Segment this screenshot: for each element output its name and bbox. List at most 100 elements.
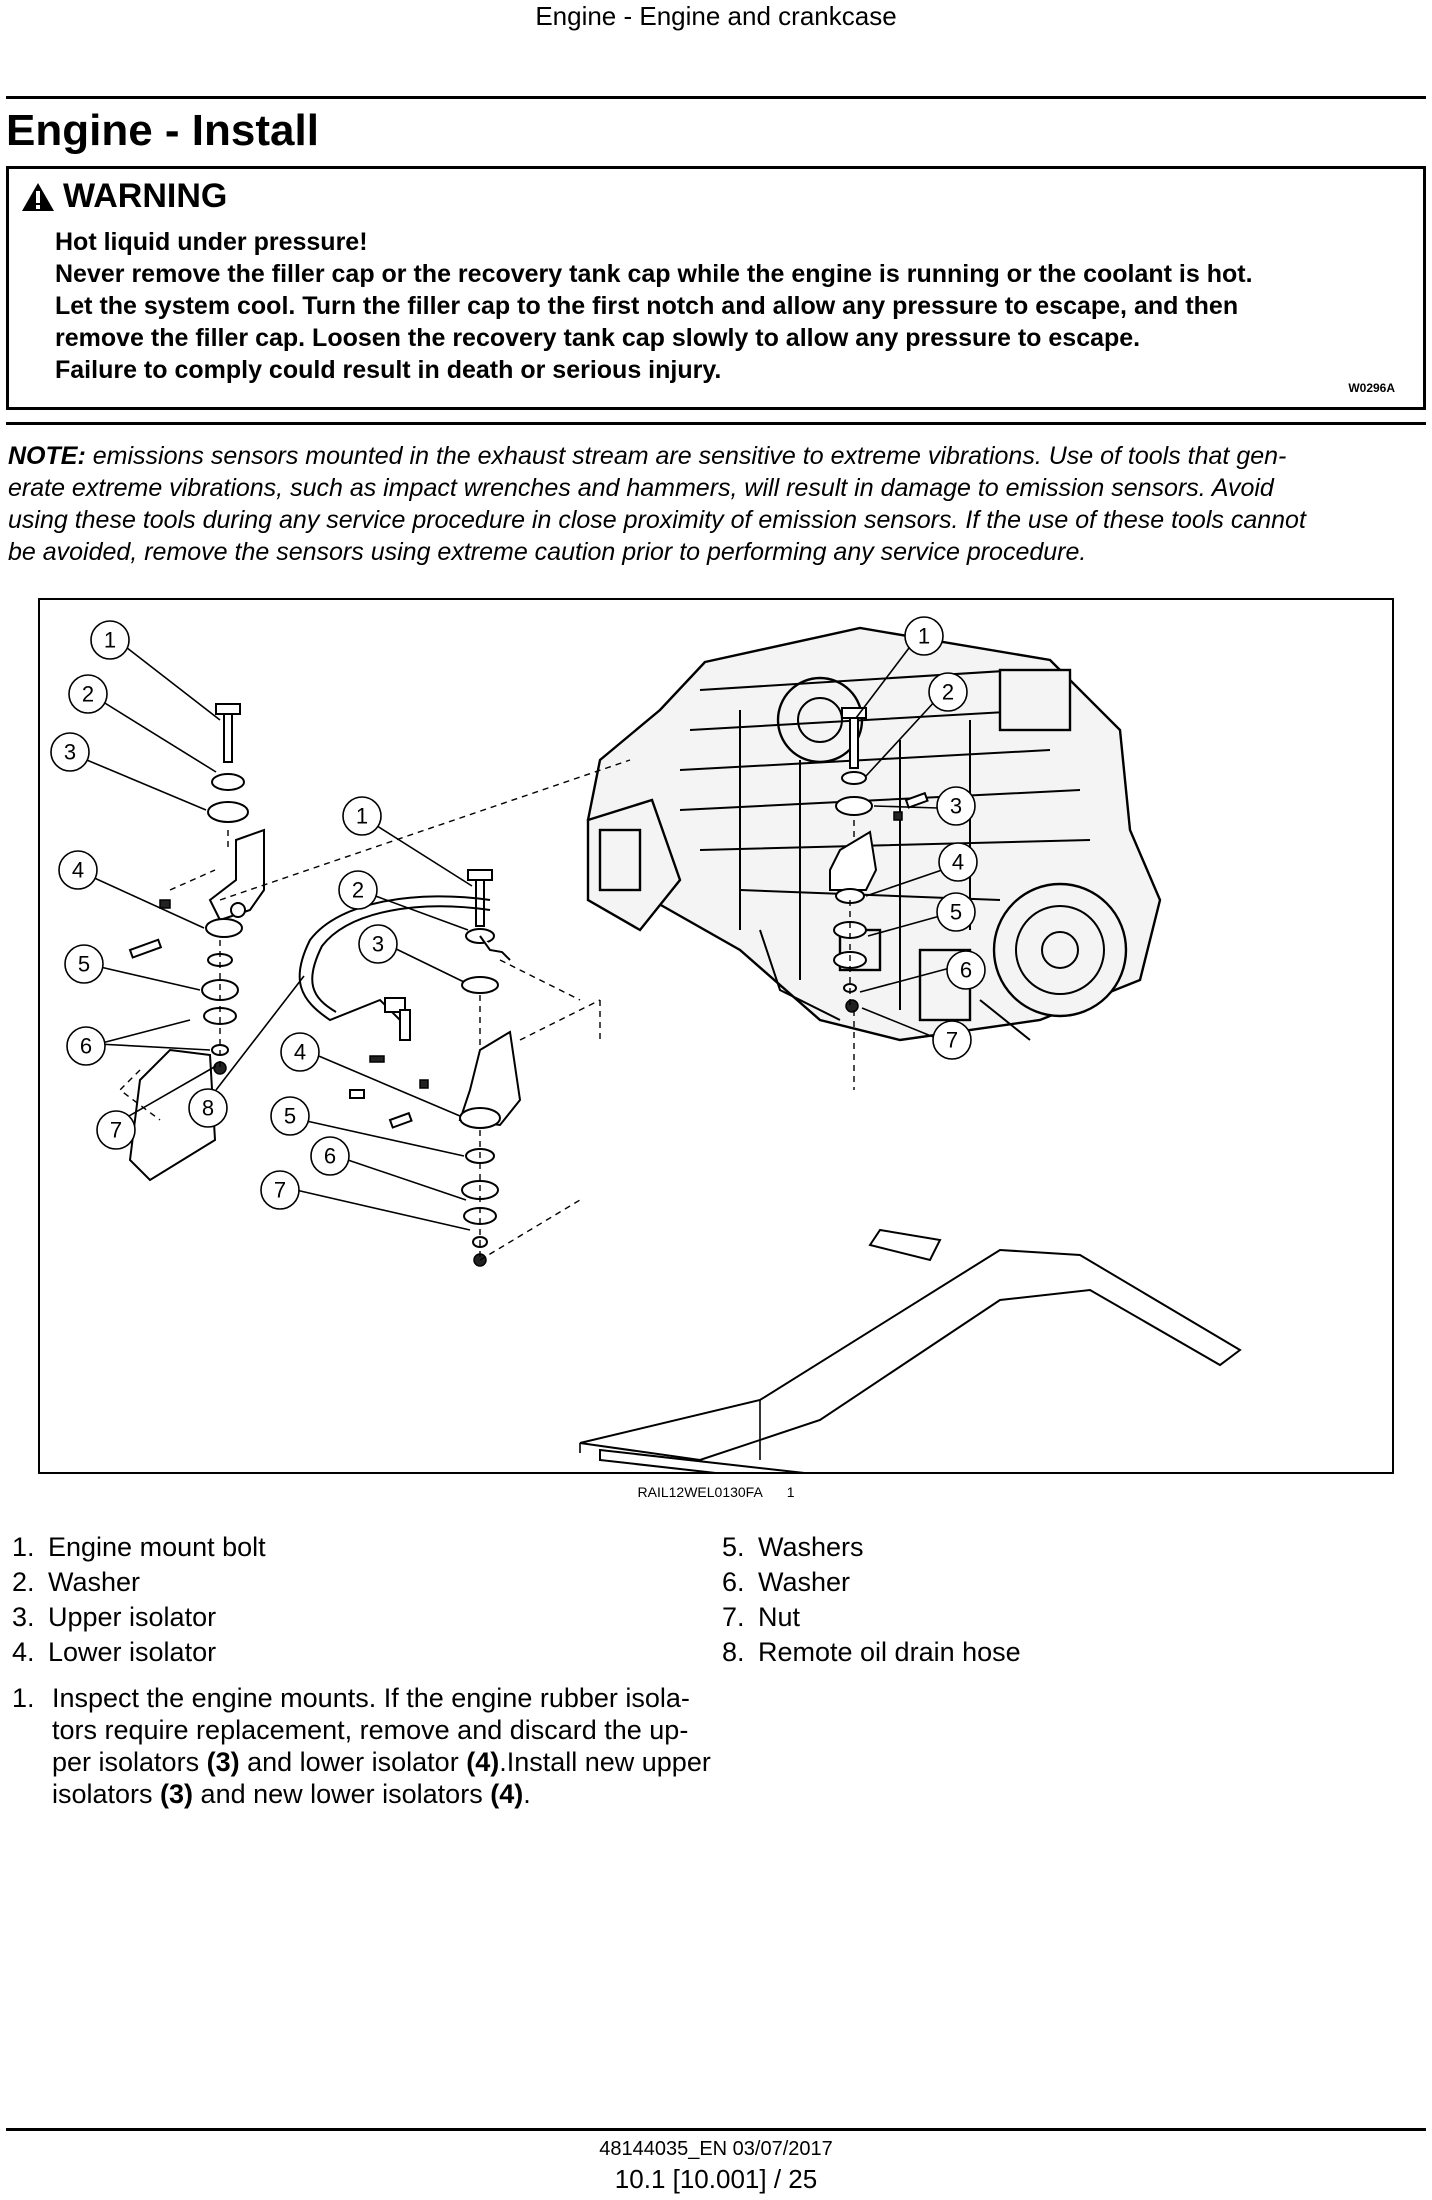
left-mount-parts [118, 703, 631, 1182]
callout-number: 5 [284, 1104, 296, 1129]
legend-number: 5. [722, 1532, 745, 1562]
step-text-fragment: .Install new upper [499, 1747, 711, 1777]
legend-label: Washers [758, 1532, 864, 1562]
part-reference: (3) [206, 1747, 240, 1777]
callout-number: 5 [78, 952, 90, 977]
callout-number: 4 [952, 850, 964, 875]
part-reference: (4) [466, 1747, 500, 1777]
note-line: be avoided, remove the sensors using ext… [8, 538, 1087, 566]
note-paragraph: NOTE: emissions sensors mounted in the e… [8, 440, 1426, 568]
warning-heading: WARNING [21, 177, 227, 216]
step-text-fragment: isolators [52, 1779, 161, 1809]
callout-number: 4 [72, 858, 84, 883]
note-line: erate extreme vibrations, such as impact… [8, 474, 1274, 502]
step-number: 1. [12, 1683, 35, 1713]
right-callouts: 1 2 3 4 5 6 7 [855, 616, 986, 1060]
right-mount-parts [829, 707, 929, 1090]
callout-number: 6 [324, 1144, 336, 1169]
legend-label: Washer [758, 1567, 851, 1597]
part-reference: (4) [490, 1779, 524, 1809]
part-reference: (3) [160, 1779, 194, 1809]
step-text-fragment: . [523, 1779, 531, 1809]
center-mount-parts [349, 869, 601, 1267]
callout-number: 3 [950, 794, 962, 819]
legend-item: 7. Nut [722, 1600, 1021, 1635]
footer-page-number: 10.1 [10.001] / 25 [614, 2164, 818, 2194]
footer-document-reference: 48144035_EN 03/07/2017 [599, 2138, 833, 2160]
legend-number: 6. [722, 1567, 745, 1597]
oil-drain-hose [298, 895, 491, 1041]
callout-number: 1 [104, 628, 116, 653]
warning-text: Hot liquid under pressure! Never remove … [55, 226, 1395, 386]
center-callouts: 1 2 3 4 5 6 7 [260, 796, 473, 1231]
callout-number: 7 [946, 1028, 958, 1053]
callout-number: 6 [960, 958, 972, 983]
legend-number: 3. [12, 1602, 35, 1632]
note-label: NOTE: [8, 442, 86, 470]
legend-item: 8. Remote oil drain hose [722, 1635, 1021, 1670]
legend-item: 4. Lower isolator [12, 1635, 266, 1670]
engine-mount-figure: 1 2 3 4 5 6 7 8 [38, 598, 1394, 1474]
engine-mount-diagram: 1 2 3 4 5 6 7 8 [50, 616, 1242, 1472]
legend-label: Upper isolator [48, 1602, 217, 1632]
engine-illustration [586, 626, 1162, 1042]
frame-rail [579, 1228, 1242, 1472]
step-text: Inspect the engine mounts. If the engine… [52, 1682, 728, 1810]
legend-item: 5. Washers [722, 1530, 1021, 1565]
legend-number: 4. [12, 1637, 35, 1667]
warning-heading-text: WARNING [63, 177, 228, 215]
page-title: Engine - Install [6, 106, 319, 155]
legend-label: Engine mount bolt [48, 1532, 266, 1562]
legend-label: Lower isolator [48, 1637, 217, 1667]
callout-number: 6 [80, 1034, 92, 1059]
figure-number: 1 [786, 1484, 795, 1500]
step-line: isolators (3) and new lower isolators (4… [52, 1778, 728, 1810]
section-rule [6, 422, 1426, 425]
legend-number: 1. [12, 1532, 35, 1562]
warning-line: Hot liquid under pressure! [55, 228, 368, 256]
legend-number: 2. [12, 1567, 35, 1597]
left-callouts: 1 2 3 4 5 6 7 8 [50, 620, 305, 1150]
callout-number: 4 [294, 1040, 306, 1065]
legend-label: Remote oil drain hose [758, 1637, 1021, 1667]
step-text-fragment: and new lower isolators [193, 1779, 491, 1809]
callout-number: 2 [352, 878, 364, 903]
callout-number: 1 [918, 624, 930, 649]
legend-number: 8. [722, 1637, 745, 1667]
step-line: tors require replacement, remove and dis… [52, 1715, 689, 1745]
legend-label: Washer [48, 1567, 141, 1597]
callout-number: 3 [64, 740, 76, 765]
warning-line: Failure to comply could result in death … [55, 356, 722, 384]
legend-label: Nut [758, 1602, 801, 1632]
warning-line: Let the system cool. Turn the filler cap… [55, 292, 1239, 320]
legend-number: 7. [722, 1602, 745, 1632]
callout-number: 5 [950, 900, 962, 925]
step-text-fragment: and lower isolator [239, 1747, 467, 1777]
callout-number: 7 [274, 1178, 286, 1203]
legend-item: 3. Upper isolator [12, 1600, 266, 1635]
parts-legend-right: 5. Washers 6. Washer 7. Nut 8. Remote oil dr… [722, 1530, 1021, 1670]
footer-rule [6, 2128, 1426, 2131]
header-rule [6, 96, 1426, 99]
step-line: per isolators (3) and lower isolator (4)… [52, 1746, 728, 1778]
callout-number: 8 [202, 1096, 214, 1121]
callout-number: 7 [110, 1118, 122, 1143]
legend-item: 6. Washer [722, 1565, 1021, 1600]
warning-triangle-icon [22, 182, 54, 211]
warning-line: Never remove the filler cap or the recov… [55, 260, 1253, 288]
warning-line: remove the filler cap. Loosen the recove… [55, 324, 1141, 352]
running-header: Engine - Engine and crankcase [535, 1, 897, 31]
warning-box: WARNING Hot liquid under pressure! Never… [6, 166, 1426, 410]
note-line: using these tools during any service pro… [8, 506, 1306, 534]
note-line: emissions sensors mounted in the exhaust… [85, 442, 1287, 470]
callout-number: 2 [942, 680, 954, 705]
parts-legend-left: 1. Engine mount bolt 2. Washer 3. Upper iso… [12, 1530, 266, 1670]
callout-number: 1 [356, 804, 368, 829]
figure-caption: RAIL12WEL0130FA 1 [0, 1484, 1432, 1500]
step-text-fragment: per isolators [52, 1747, 207, 1777]
step-line: Inspect the engine mounts. If the engine… [52, 1683, 690, 1713]
legend-item: 2. Washer [12, 1565, 266, 1600]
figure-image-id: RAIL12WEL0130FA [637, 1484, 763, 1500]
callout-number: 3 [372, 932, 384, 957]
callout-number: 2 [82, 682, 94, 707]
